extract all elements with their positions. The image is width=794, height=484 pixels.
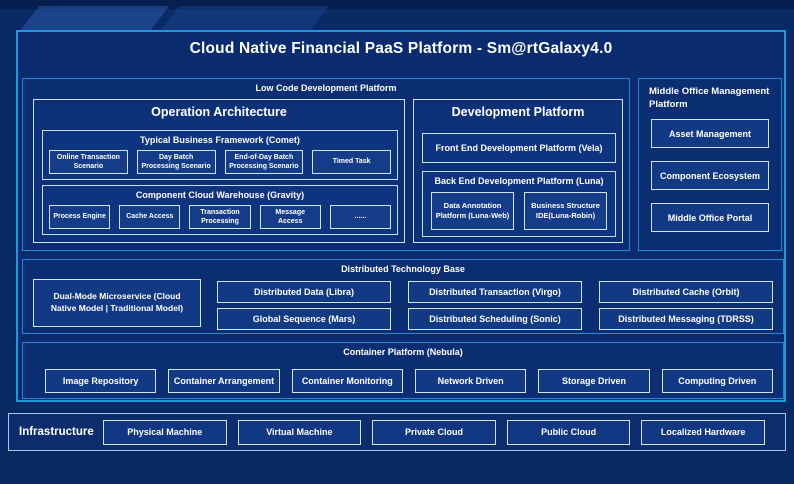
box-network-driven: Network Driven (414, 369, 527, 393)
box-container-monitoring: Container Monitoring (291, 369, 403, 393)
infrastructure-label: Infrastructure (19, 426, 94, 438)
section-middle-office-management-platform: Middle Office Management Platform Asset … (638, 78, 782, 251)
operation-architecture-title: Operation Architecture (151, 105, 287, 119)
box-distributed-scheduling-sonic: Distributed Scheduling (Sonic) (408, 308, 582, 330)
box-container-arrangement: Container Arrangement (168, 369, 280, 393)
box-public-cloud: Public Cloud (506, 419, 631, 445)
infrastructure-items: Physical Machine Virtual Machine Private… (103, 419, 785, 445)
box-transaction-processing: Transaction Processing (189, 205, 251, 229)
box-distributed-data-libra: Distributed Data (Libra) (217, 281, 391, 303)
container-platform-items: Image Repository Container Arrangement C… (45, 369, 773, 393)
box-physical-machine: Physical Machine (103, 419, 227, 445)
box-front-end-development-platform-vela: Front End Development Platform (Vela) (422, 133, 616, 163)
box-distributed-transaction-virgo: Distributed Transaction (Virgo) (408, 281, 582, 303)
box-storage-driven: Storage Driven (538, 369, 650, 393)
background-streak (20, 6, 170, 30)
box-process-engine: Process Engine (49, 205, 111, 229)
box-message-access: Message Access (259, 205, 321, 229)
section-container-platform-nebula: Container Platform (Nebula) Image Reposi… (22, 342, 784, 399)
box-virtual-machine: Virtual Machine (237, 419, 362, 445)
page-title: Cloud Native Financial PaaS Platform - S… (189, 40, 613, 57)
box-timed-task: Timed Task (312, 150, 391, 174)
box-business-structure-ide-luna-robin: Business Structure IDE(Luna-Robin) (524, 192, 607, 230)
container-platform-label: Container Platform (Nebula) (343, 347, 463, 357)
typical-business-framework-title: Typical Business Framework (Comet) (140, 135, 300, 145)
box-end-of-day-batch-processing-scenario: End-of-Day Batch Processing Scenario (224, 150, 304, 174)
back-end-platform-items: Data Annotation Platform (Luna-Web) Busi… (431, 192, 607, 230)
box-computing-driven: Computing Driven (661, 369, 773, 393)
background-top-strip (0, 0, 794, 9)
box-ellipsis-more: ...... (329, 205, 392, 229)
box-asset-management: Asset Management (651, 119, 769, 148)
background-streak (160, 6, 330, 30)
box-image-repository: Image Repository (45, 369, 157, 393)
group-back-end-development-platform-luna: Back End Development Platform (Luna) Dat… (422, 171, 616, 237)
panel-operation-architecture: Operation Architecture Typical Business … (33, 99, 405, 243)
box-online-transaction-scenario: Online Transaction Scenario (49, 150, 128, 174)
section-infrastructure: Infrastructure Physical Machine Virtual … (8, 413, 786, 451)
typical-business-framework-items: Online Transaction Scenario Day Batch Pr… (49, 150, 391, 174)
middle-office-items: Asset Management Component Ecosystem Mid… (651, 119, 769, 232)
component-cloud-warehouse-items: Process Engine Cache Access Transaction … (49, 205, 392, 229)
box-private-cloud: Private Cloud (372, 419, 496, 445)
platform-frame: Cloud Native Financial PaaS Platform - S… (16, 30, 786, 402)
back-end-development-platform-title: Back End Development Platform (Luna) (434, 176, 604, 186)
group-typical-business-framework: Typical Business Framework (Comet) Onlin… (42, 130, 398, 180)
group-component-cloud-warehouse: Component Cloud Warehouse (Gravity) Proc… (42, 185, 398, 235)
box-day-batch-processing-scenario: Day Batch Processing Scenario (136, 150, 216, 174)
section-distributed-technology-base: Distributed Technology Base Dual-Mode Mi… (22, 259, 784, 334)
distributed-items-grid: Distributed Data (Libra) Distributed Tra… (217, 281, 773, 330)
box-localized-hardware: Localized Hardware (641, 419, 765, 445)
box-cache-access: Cache Access (119, 205, 181, 229)
component-cloud-warehouse-title: Component Cloud Warehouse (Gravity) (135, 190, 305, 200)
box-component-ecosystem: Component Ecosystem (651, 161, 769, 190)
box-global-sequence-mars: Global Sequence (Mars) (217, 308, 391, 330)
low-code-platform-label: Low Code Development Platform (255, 83, 397, 93)
distributed-technology-base-label: Distributed Technology Base (341, 264, 465, 274)
box-dual-mode-microservice: Dual-Mode Microservice (Cloud Native Mod… (33, 279, 201, 327)
box-distributed-cache-orbit: Distributed Cache (Orbit) (599, 281, 773, 303)
box-data-annotation-platform-luna-web: Data Annotation Platform (Luna-Web) (431, 192, 514, 230)
box-distributed-messaging-tdrss: Distributed Messaging (TDRSS) (599, 308, 773, 330)
development-platform-title: Development Platform (451, 105, 585, 119)
box-middle-office-portal: Middle Office Portal (651, 203, 769, 232)
panel-development-platform: Development Platform Front End Developme… (413, 99, 623, 243)
section-low-code-development-platform: Low Code Development Platform Operation … (22, 78, 630, 251)
middle-office-platform-label: Middle Office Management Platform (649, 86, 770, 110)
